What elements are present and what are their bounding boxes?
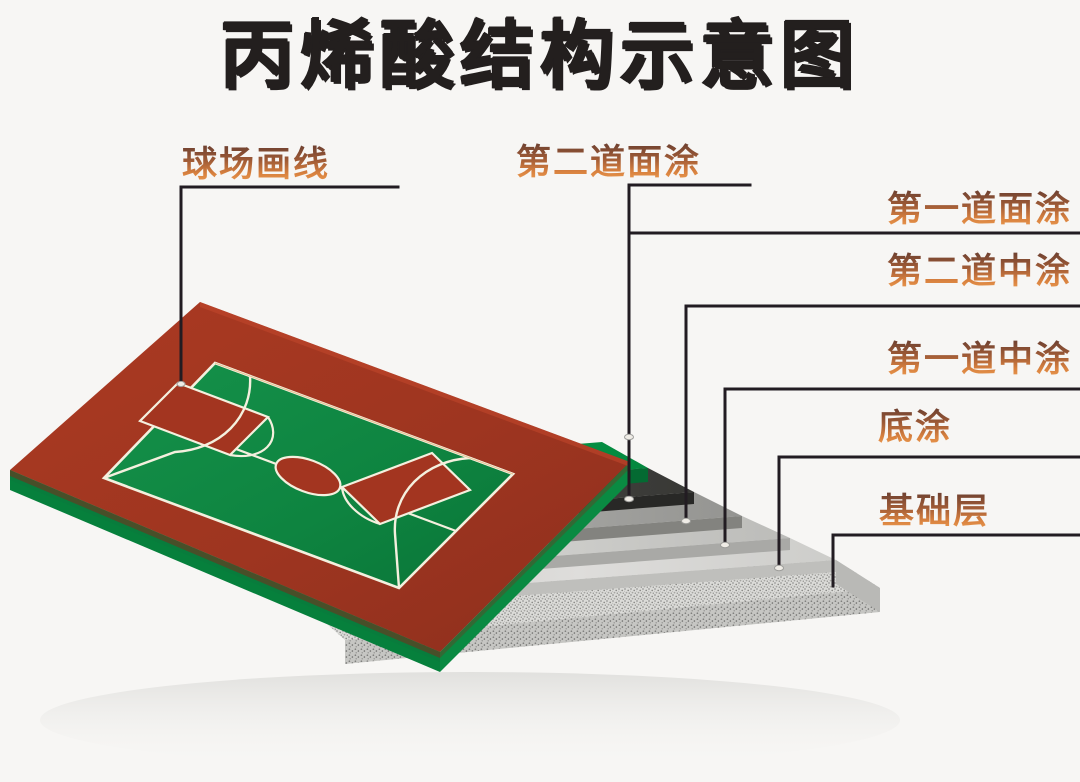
court-surface bbox=[10, 302, 630, 672]
label-primer: 底涂 bbox=[877, 408, 952, 447]
label-court-lines: 球场画线 bbox=[182, 145, 331, 184]
label-second-top-coat: 第二道面涂 bbox=[516, 143, 702, 182]
page-title: 丙烯酸结构示意图 bbox=[220, 14, 860, 97]
label-base-layer: 基础层 bbox=[878, 492, 990, 531]
label-first-middle-coat: 第一道中涂 bbox=[886, 340, 1072, 379]
label-second-middle-coat: 第二道中涂 bbox=[886, 252, 1072, 291]
court-markings bbox=[101, 361, 516, 590]
label-first-top-coat: 第一道面涂 bbox=[886, 190, 1072, 229]
